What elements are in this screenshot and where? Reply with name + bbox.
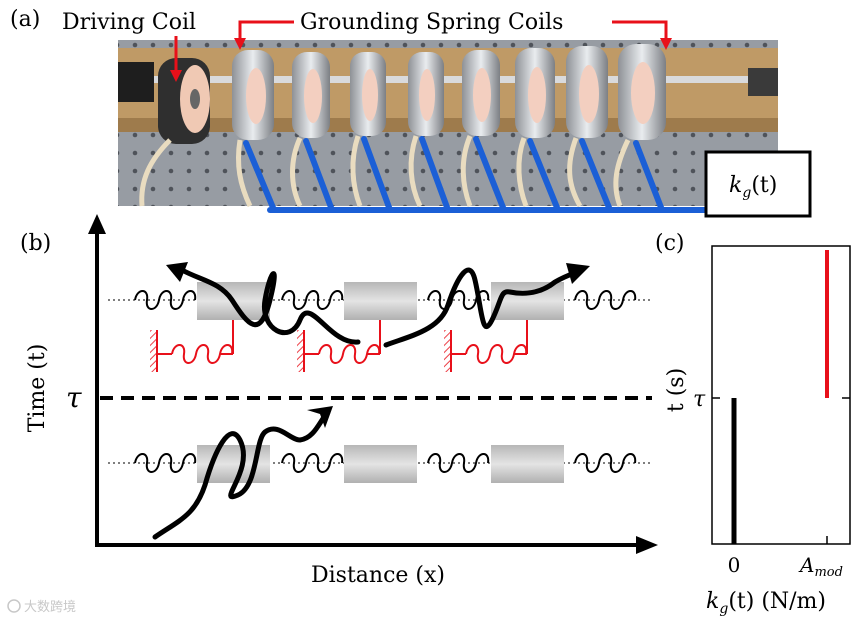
panel-b-label: (b) xyxy=(20,231,51,256)
upper-chain xyxy=(108,282,650,372)
grounding-coil xyxy=(232,50,274,140)
grounding-coil xyxy=(515,48,555,138)
panel-c-y-axis-label: t (s) xyxy=(664,368,689,412)
grounding-coils xyxy=(232,44,666,140)
zero-tick-label: 0 xyxy=(728,553,741,577)
distance-axis-label: Distance (x) xyxy=(311,563,445,588)
y-axis-arrow-icon xyxy=(88,214,106,234)
watermark-logo-icon xyxy=(7,599,21,613)
transmitted-wave xyxy=(383,267,585,348)
incident-wave xyxy=(152,409,331,540)
grounding-coil xyxy=(618,44,666,140)
grounding-coil xyxy=(408,52,444,136)
watermark-text: 大数跨境 xyxy=(24,600,76,615)
time-axis-label: Time (t) xyxy=(25,344,50,433)
ground-lines xyxy=(243,136,715,213)
guide-rod xyxy=(118,76,778,83)
wave-arrowhead-icon xyxy=(166,262,188,282)
grounding-spring xyxy=(297,320,381,372)
grounding-coil xyxy=(566,46,608,138)
grounding-coil xyxy=(292,52,330,138)
kg-subscript: g xyxy=(742,185,751,201)
mass xyxy=(491,445,564,483)
panel-c-x-axis-label: kg(t) (N/m) xyxy=(706,589,826,617)
svg-text:kg(t): kg(t) xyxy=(729,173,777,201)
spring xyxy=(574,453,637,473)
spring xyxy=(134,453,197,473)
watermark: 大数跨境 xyxy=(7,599,76,615)
plot-series xyxy=(731,250,829,544)
grounding-coil xyxy=(462,50,500,136)
panel-a-label: (a) xyxy=(10,7,40,32)
wave-arrowhead-icon xyxy=(307,406,333,428)
reflected-wave xyxy=(179,267,361,345)
tau-label: τ xyxy=(66,381,82,414)
grounding-spring xyxy=(444,320,528,372)
amod-tick-label: Amod xyxy=(798,553,843,580)
kg-symbol: k xyxy=(729,173,742,198)
driving-coil-label: Driving Coil xyxy=(62,10,196,35)
spring xyxy=(574,290,637,310)
grounding-coil xyxy=(350,52,386,136)
mass xyxy=(344,282,417,320)
grounding-spring xyxy=(150,320,234,372)
panel-b: (b) Time (t) Distance (x) τ xyxy=(20,214,658,588)
spring xyxy=(134,290,197,310)
spring xyxy=(281,453,344,473)
tau-tick-label: τ xyxy=(693,387,706,412)
mass xyxy=(344,445,417,483)
coil-wires xyxy=(139,135,631,208)
lower-chain xyxy=(108,445,650,483)
panel-c: (c) τ t (s) 0 Amod kg(t) (N/m) xyxy=(655,231,851,617)
spring xyxy=(427,453,490,473)
kg-box: kg(t) xyxy=(704,150,812,218)
wave-arrowhead-icon xyxy=(566,263,590,284)
panel-c-label: (c) xyxy=(655,231,685,256)
grounding-coils-label: Grounding Spring Coils xyxy=(300,10,563,35)
panel-a-photo: kg(t) (a) Driving Coil Grounding Spring … xyxy=(10,7,812,218)
wooden-rail xyxy=(118,48,778,130)
x-axis-arrow-icon xyxy=(636,536,658,554)
spring xyxy=(281,290,344,310)
arrowhead-icon xyxy=(234,38,246,50)
annotation-arrows xyxy=(174,20,668,74)
arrowhead-icon xyxy=(170,70,182,82)
waves xyxy=(152,267,585,540)
driving-coil xyxy=(158,58,210,144)
kg-argument: (t) xyxy=(751,173,777,198)
arrowhead-icon xyxy=(660,38,672,50)
mass xyxy=(491,282,564,320)
